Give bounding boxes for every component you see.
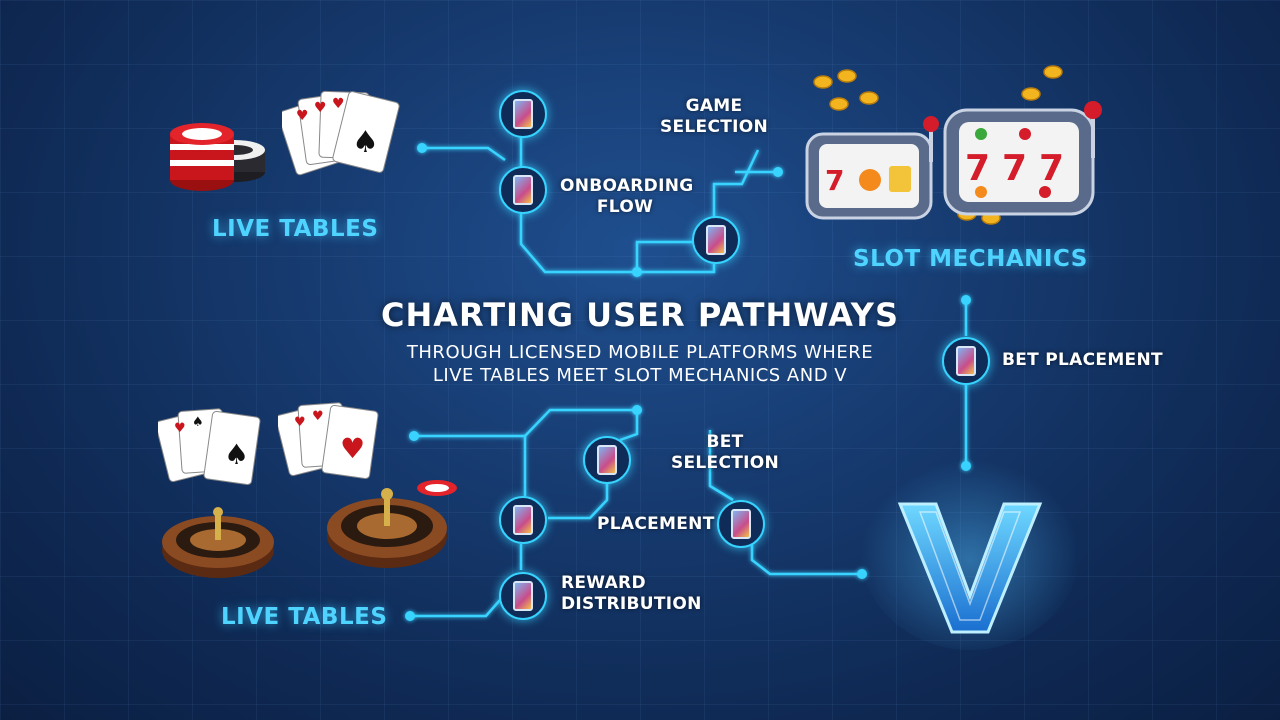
- svg-text:7: 7: [1002, 148, 1027, 189]
- step-node-onboarding[interactable]: [499, 166, 547, 214]
- step-label-onboarding: ONBOARDING FLOW: [560, 176, 694, 218]
- subtitle-line-2: LIVE TABLES MEET SLOT MECHANICS AND V: [432, 365, 848, 386]
- step-label-line: REWARD: [561, 573, 646, 593]
- step-label-line: BET: [706, 432, 744, 452]
- smartphone-icon: [513, 99, 533, 129]
- step-node-2[interactable]: [583, 436, 631, 484]
- svg-text:7: 7: [825, 164, 844, 197]
- svg-text:♠: ♠: [352, 125, 379, 160]
- svg-text:♥: ♥: [294, 415, 306, 430]
- slot-machine-icon: 7 7 7 7: [805, 65, 1102, 225]
- poker-chips-icon: [170, 123, 265, 191]
- smartphone-icon: [513, 175, 533, 205]
- playing-cards-icon: ♥ ♥ ♥: [278, 402, 379, 479]
- svg-text:♥: ♥: [314, 100, 327, 116]
- svg-text:♥: ♥: [340, 432, 365, 465]
- step-label-line: FLOW: [596, 197, 654, 217]
- step-label-line: ONBOARDING: [560, 176, 694, 196]
- step-node-bet-selection[interactable]: [499, 496, 547, 544]
- svg-text:♥: ♥: [312, 409, 324, 424]
- step-label-line: GAME: [685, 96, 743, 116]
- smartphone-icon: [513, 505, 533, 535]
- step-node-bet-placement[interactable]: [942, 337, 990, 385]
- section-live-tables-top: LIVE TABLES: [212, 216, 379, 242]
- svg-text:♥: ♥: [296, 108, 309, 124]
- step-label-bet-placement: BET PLACEMENT: [1002, 350, 1163, 370]
- roulette-wheel-icon: [327, 480, 457, 568]
- gold-coin-icon: [813, 65, 1063, 225]
- step-label-reward: REWARD DISTRIBUTION: [561, 573, 702, 615]
- step-label-line: DISTRIBUTION: [561, 594, 702, 614]
- svg-text:♥: ♥: [174, 421, 186, 436]
- svg-text:♠: ♠: [224, 438, 249, 471]
- roulette-wheel-icon: [162, 507, 274, 578]
- v-logo-icon: [860, 450, 1080, 650]
- svg-text:7: 7: [965, 148, 990, 189]
- playing-cards-icon: ♥ ♥ ♥ ♠: [282, 90, 400, 176]
- section-slot-mechanics: SLOT MECHANICS: [853, 246, 1088, 272]
- smartphone-icon: [706, 225, 726, 255]
- step-label-line: SELECTION: [670, 453, 780, 473]
- step-label-line: SELECTION: [659, 117, 769, 137]
- step-node-game-selection[interactable]: [692, 216, 740, 264]
- smartphone-icon: [956, 346, 976, 376]
- step-node-reward[interactable]: [499, 572, 547, 620]
- step-label-placement: PLACEMENT: [597, 514, 715, 534]
- subtitle-line-1: THROUGH LICENSED MOBILE PLATFORMS WHERE: [406, 342, 874, 363]
- svg-text:7: 7: [1039, 148, 1064, 189]
- smartphone-icon: [597, 445, 617, 475]
- step-node-1[interactable]: [499, 90, 547, 138]
- step-label-game-selection: GAME SELECTION: [651, 96, 777, 138]
- smartphone-icon: [731, 509, 751, 539]
- playing-cards-icon: ♥ ♠ ♠: [158, 408, 261, 485]
- section-live-tables-bottom: LIVE TABLES: [221, 604, 388, 630]
- step-node-placement[interactable]: [717, 500, 765, 548]
- step-label-bet-selection: BET SELECTION: [670, 432, 780, 474]
- svg-text:♠: ♠: [192, 415, 204, 430]
- page-title: CHARTING USER PATHWAYS: [380, 296, 899, 334]
- svg-text:♥: ♥: [332, 96, 345, 112]
- smartphone-icon: [513, 581, 533, 611]
